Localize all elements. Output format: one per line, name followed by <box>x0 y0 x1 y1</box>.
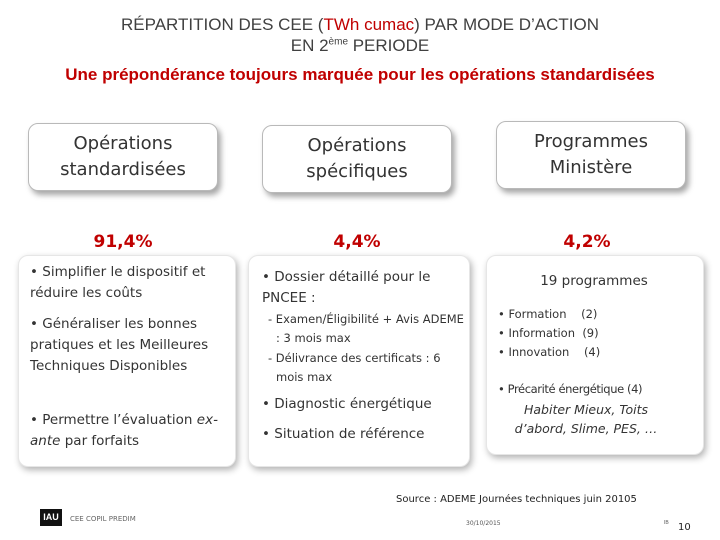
bullet-generaliser: • Généraliser les bonnes pratiques et le… <box>30 316 209 374</box>
sub-delivrance: - Délivrance des certificats : 6 mois ma… <box>268 351 441 384</box>
percent-specifiques: 4,4% <box>333 232 381 252</box>
bullet-diagnostic: • Diagnostic énergétique <box>262 396 432 412</box>
source-note: Source : ADEME Journées techniques juin … <box>396 494 637 505</box>
sub-examen: - Examen/Éligibilité + Avis ADEME : 3 mo… <box>268 312 464 345</box>
header-specifiques: Opérations spécifiques <box>262 125 452 193</box>
bullet-simplifier: • Simplifier le dispositif et réduire le… <box>30 264 206 301</box>
page-title-line1: RÉPARTITION DES CEE (TWh cumac) PAR MODE… <box>0 14 720 35</box>
page-subtitle: Une prépondérance toujours marquée pour … <box>65 65 655 84</box>
evaluation-italic: ex-ante <box>30 412 218 449</box>
page-title-line2: EN 2ème PERIODE <box>0 35 720 56</box>
title-text-end: ) PAR MODE D’ACTION <box>414 15 599 34</box>
period-text-end: PERIODE <box>348 36 430 55</box>
bullet-evaluation: • Permettre l’évaluation ex-ante par for… <box>30 410 226 452</box>
header-ministere: Programmes Ministère <box>496 121 686 189</box>
panel-specifiques <box>248 255 470 467</box>
bullet-dossier: • Dossier détaillé pour le PNCEE : <box>262 269 431 306</box>
item-precarite: • Précarité énergétique (4) <box>498 382 643 396</box>
header-standardisees: Opérations standardisées <box>28 123 218 191</box>
evaluation-text: • Permettre l’évaluation <box>30 412 197 428</box>
evaluation-text-end: par forfaits <box>60 433 140 449</box>
item-formation: • Formation (2) <box>498 307 598 321</box>
page-number: 10 <box>678 522 691 533</box>
footer-date: 30/10/2015 <box>466 520 501 527</box>
footer-copil: CEE COPIL PREDIM <box>70 515 136 523</box>
item-information: • Information (9) <box>498 326 599 340</box>
panel-standardisees <box>18 255 236 467</box>
panel-ministere <box>486 255 704 455</box>
title-text: RÉPARTITION DES CEE ( <box>121 15 324 34</box>
footer-mark: IB <box>664 520 669 526</box>
percent-ministere: 4,2% <box>563 232 611 252</box>
bullet-situation: • Situation de référence <box>262 426 425 442</box>
item-innovation: • Innovation (4) <box>498 345 601 359</box>
period-superscript: ème <box>328 36 348 48</box>
iau-logo: IAU <box>40 509 62 526</box>
period-text: EN 2 <box>290 36 329 55</box>
programmes-count: 19 programmes <box>540 273 648 289</box>
title-unit: TWh cumac <box>323 15 415 34</box>
precarite-detail: Habiter Mieux, Toits d’abord, Slime, PES… <box>514 402 658 436</box>
percent-standardisees: 91,4% <box>93 232 153 252</box>
